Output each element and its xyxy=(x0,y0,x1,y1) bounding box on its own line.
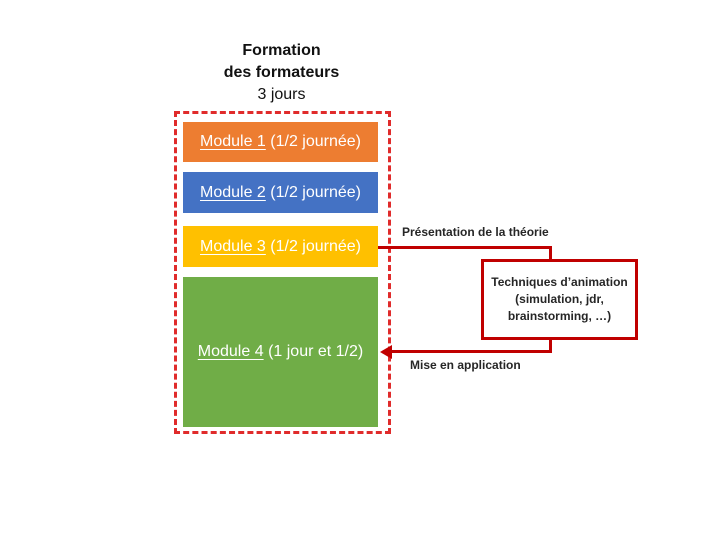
module-3-name: Module 3 xyxy=(200,237,266,255)
module-1-duration: (1/2 journée) xyxy=(270,133,361,150)
techniques-line-3: brainstorming, …) xyxy=(507,309,612,323)
application-arrowhead-icon xyxy=(380,345,392,359)
application-connector-vertical xyxy=(549,338,552,353)
module-4-box: Module 4 (1 jour et 1/2) xyxy=(183,277,378,427)
module-4-duration: (1 jour et 1/2) xyxy=(268,343,364,360)
module-3-duration: (1/2 journée) xyxy=(270,237,361,255)
theory-label: Présentation de la théorie xyxy=(402,225,549,239)
module-1-name: Module 1 xyxy=(200,133,266,150)
module-2-box: Module 2 (1/2 journée) xyxy=(183,172,378,213)
application-label: Mise en application xyxy=(410,358,521,372)
module-4-name: Module 4 xyxy=(197,343,264,360)
title-line-2: des formateurs xyxy=(223,64,340,81)
title-line-1: Formation xyxy=(242,42,321,59)
theory-connector-vertical xyxy=(549,246,552,262)
module-3-box: Module 3 (1/2 journée) xyxy=(183,226,378,267)
theory-connector-horizontal xyxy=(378,246,552,249)
training-dashed-frame xyxy=(174,111,391,434)
module-2-duration: (1/2 journée) xyxy=(270,183,361,201)
slide-title: Formation des formateurs 3 jours xyxy=(175,40,388,106)
techniques-line-2: (simulation, jdr, xyxy=(515,292,604,306)
application-connector-horizontal xyxy=(389,350,552,353)
title-duration: 3 jours xyxy=(257,86,306,103)
techniques-line-1: Techniques d’animation xyxy=(491,275,628,289)
module-2-name: Module 2 xyxy=(200,183,266,201)
module-1-box: Module 1 (1/2 journée) xyxy=(183,122,378,162)
techniques-callout-box: Techniques d’animation (simulation, jdr,… xyxy=(481,259,638,340)
